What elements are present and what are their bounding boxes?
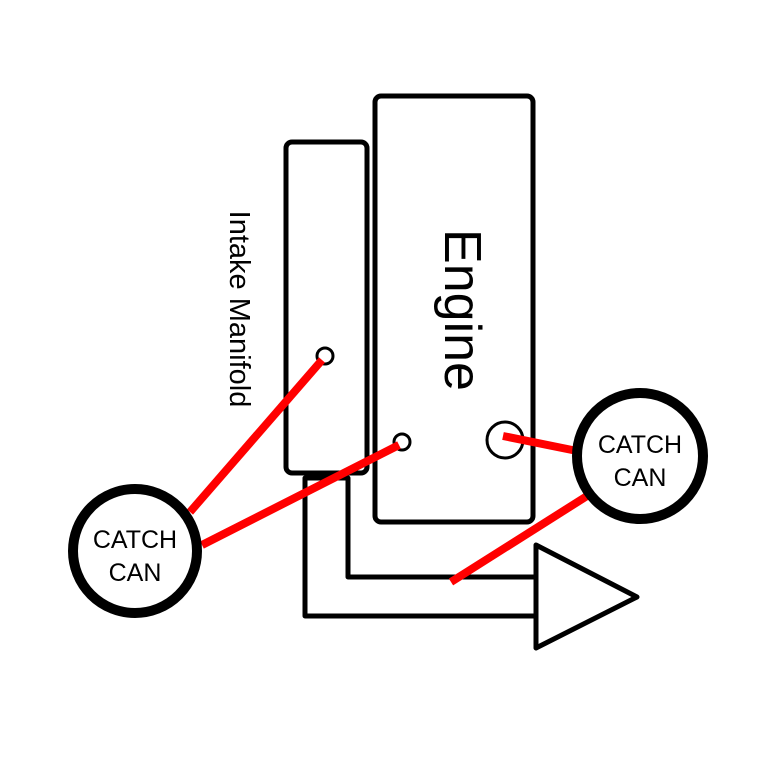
hose-intake-to-left-can [186, 357, 326, 515]
catch-can-right [572, 388, 708, 524]
catch-can-left [68, 484, 202, 618]
engine-label: Engine [433, 229, 491, 391]
hose-engine-to-left-can [200, 441, 401, 549]
catch-can-right-label-line2: CAN [614, 464, 667, 492]
exhaust-arrow-icon [533, 542, 640, 651]
hose-right-can-to-exhaust [448, 492, 590, 586]
intake-manifold [283, 139, 370, 476]
intake-manifold-label: Intake Manifold [223, 211, 255, 408]
catch-can-left-label-line2: CAN [109, 559, 162, 587]
engine-block [372, 93, 536, 525]
catch-can-right-label-line1: CATCH [598, 431, 682, 459]
catch-can-left-label-line1: CATCH [93, 526, 177, 554]
